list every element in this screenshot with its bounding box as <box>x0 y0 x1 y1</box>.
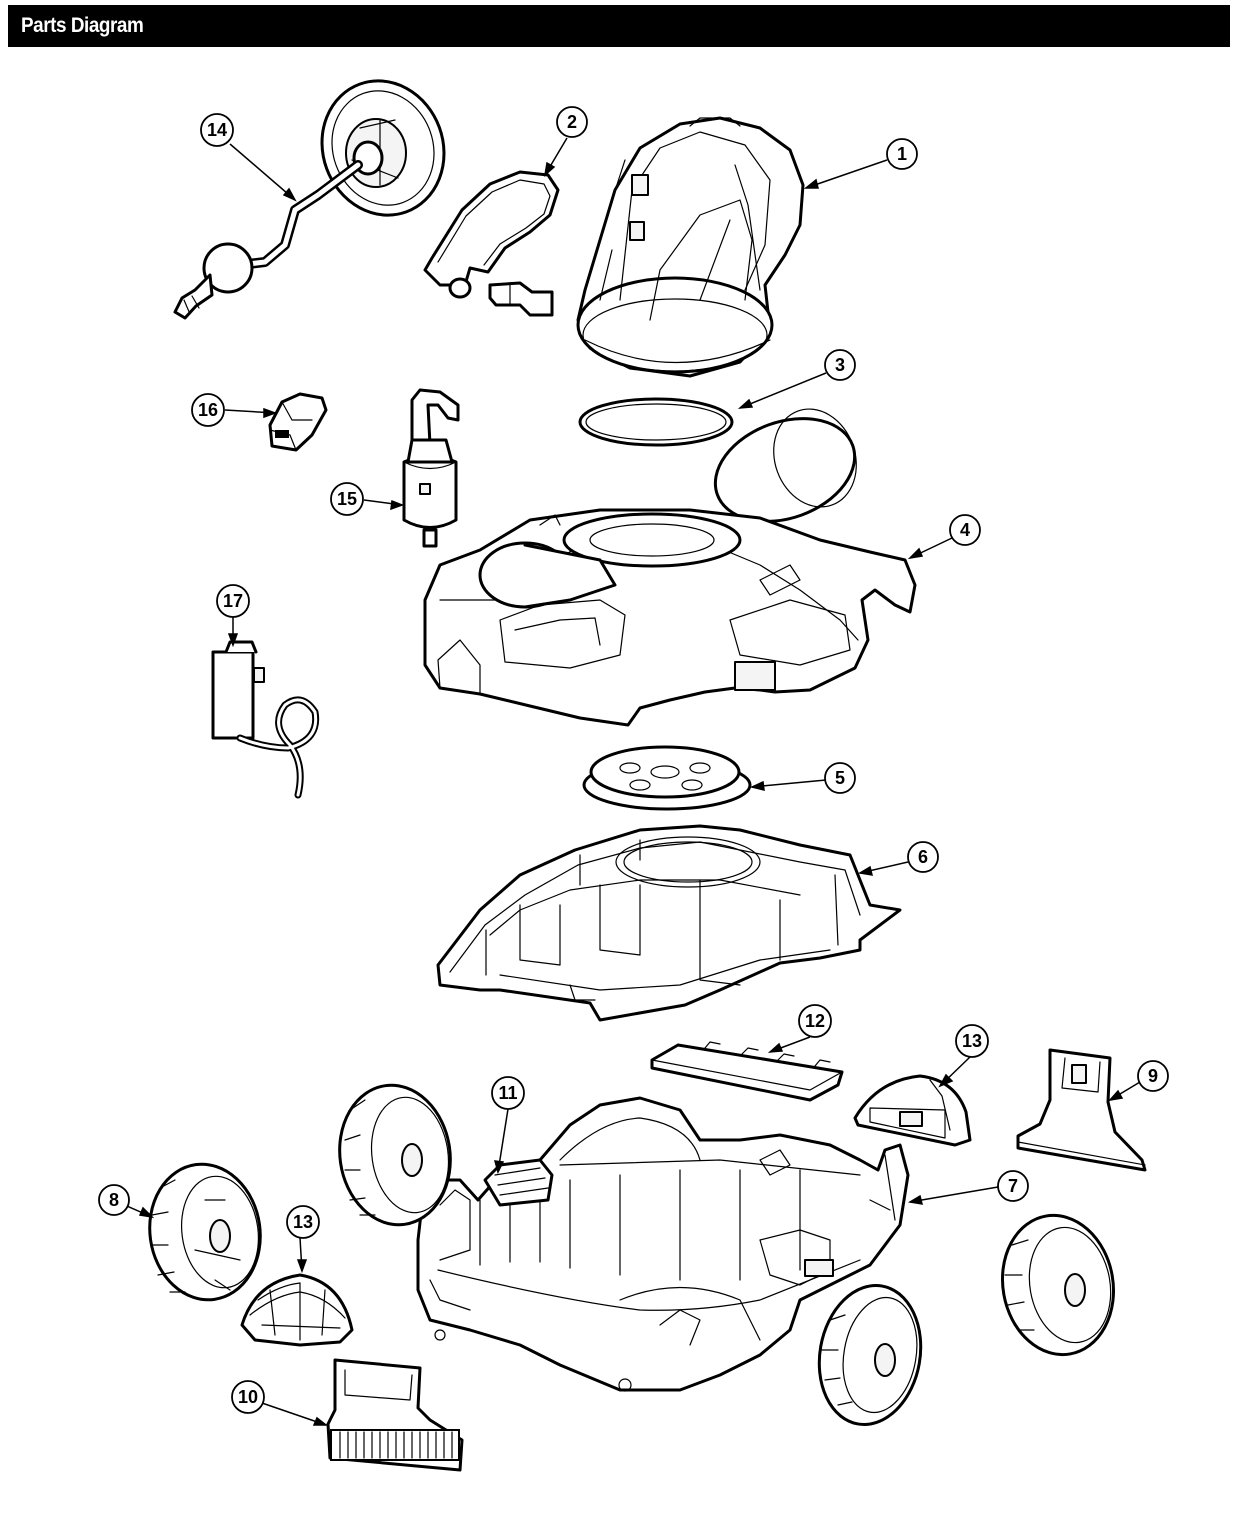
callout-label: 10 <box>238 1387 258 1407</box>
callout-2: 2 <box>556 106 588 138</box>
wheel-front-middle <box>817 1284 923 1426</box>
part-3-o-ring <box>578 397 734 447</box>
callout-9: 9 <box>1137 1060 1169 1092</box>
callout-13-left: 13 <box>286 1205 320 1239</box>
part-17-power-supply <box>211 640 320 799</box>
callout-13-right: 13 <box>955 1024 989 1058</box>
callout-14: 14 <box>200 113 234 147</box>
part-8-wheel <box>148 1162 262 1302</box>
callout-label: 3 <box>835 355 845 375</box>
callout-label: 4 <box>960 520 970 540</box>
callout-label: 5 <box>835 768 845 788</box>
callout-4: 4 <box>949 514 981 546</box>
callout-16: 16 <box>191 393 225 427</box>
callout-label: 16 <box>198 400 218 420</box>
callout-label: 6 <box>918 847 928 867</box>
part-16-clip <box>268 392 328 452</box>
callout-5: 5 <box>824 762 856 794</box>
callout-3: 3 <box>824 349 856 381</box>
callout-label: 11 <box>498 1083 517 1103</box>
callout-label: 17 <box>223 591 243 611</box>
callout-11: 11 <box>491 1076 525 1110</box>
part-10-brush <box>326 1358 464 1472</box>
callout-label: 7 <box>1008 1176 1018 1196</box>
part-14-hose-swivel <box>173 79 446 320</box>
callout-label: 1 <box>897 144 907 164</box>
callout-10: 10 <box>231 1380 265 1414</box>
callout-label: 9 <box>1148 1066 1158 1086</box>
callout-15: 15 <box>330 482 364 516</box>
wheel-right <box>1000 1213 1116 1357</box>
callout-17: 17 <box>216 584 250 618</box>
callout-6: 6 <box>907 841 939 873</box>
title-bar: Parts Diagram <box>8 5 1230 47</box>
callout-12: 12 <box>798 1004 832 1038</box>
part-13-bumper-left <box>240 1273 354 1347</box>
wheel-rear-left <box>338 1083 452 1227</box>
callout-label: 13 <box>962 1031 982 1051</box>
callout-label: 14 <box>207 120 227 140</box>
part-6-frame <box>436 824 902 1022</box>
callout-1: 1 <box>886 138 918 170</box>
callout-8: 8 <box>98 1184 130 1216</box>
leader-lines <box>126 137 1141 1426</box>
part-12-bar <box>650 1041 844 1102</box>
callout-label: 13 <box>293 1212 313 1232</box>
part-4-top-cover <box>423 408 917 727</box>
part-15-hook <box>402 388 460 548</box>
part-13-bumper-right <box>853 1074 972 1147</box>
callout-label: 12 <box>805 1011 825 1031</box>
part-2-flap <box>423 170 560 317</box>
callout-label: 15 <box>337 489 357 509</box>
callout-label: 8 <box>109 1190 119 1210</box>
callout-7: 7 <box>997 1170 1029 1202</box>
part-5-disc <box>582 745 752 811</box>
page-title: Parts Diagram <box>21 14 144 37</box>
part-1-top-housing <box>576 116 805 378</box>
callout-label: 2 <box>567 112 577 132</box>
part-9-scraper <box>1016 1048 1147 1172</box>
part-7-chassis <box>416 1096 910 1392</box>
